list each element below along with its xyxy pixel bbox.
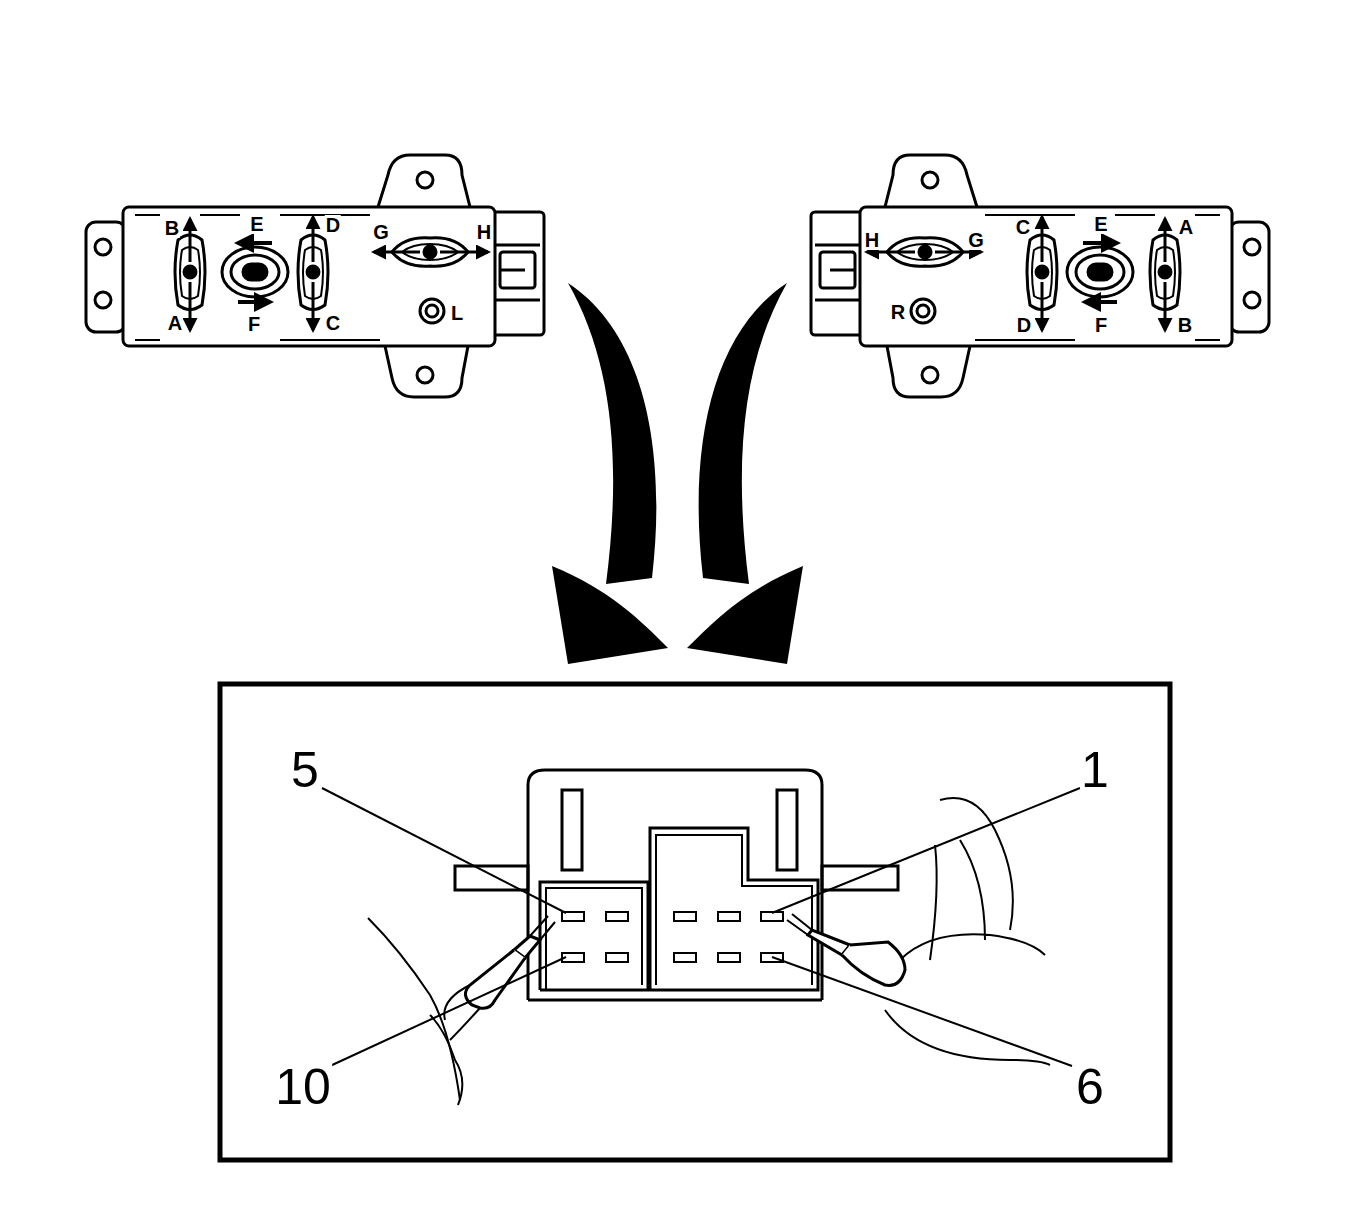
- switch-letter: A: [167, 313, 183, 333]
- switch-letter: L: [450, 303, 464, 323]
- callout-number: 5: [290, 745, 320, 795]
- switch-letter: H: [864, 230, 880, 250]
- switch-letter: E: [1093, 214, 1108, 234]
- switch-letter: G: [967, 230, 985, 250]
- callout-number: 6: [1075, 1062, 1105, 1112]
- switch-letter: G: [372, 222, 390, 242]
- switch-letter: A: [1178, 217, 1194, 237]
- callout-number: 1: [1080, 745, 1110, 795]
- callout-number: 10: [274, 1062, 332, 1112]
- switch-letter: F: [1094, 315, 1108, 335]
- switch-letter: H: [476, 222, 492, 242]
- switch-letter: C: [325, 313, 341, 333]
- switch-letter: D: [325, 215, 341, 235]
- switch-letter: R: [890, 302, 906, 322]
- switch-letter: B: [164, 218, 180, 238]
- switch-letter: D: [1016, 315, 1032, 335]
- switch-letter: F: [247, 314, 261, 334]
- switch-letter: C: [1015, 217, 1031, 237]
- switch-letter: E: [249, 214, 264, 234]
- switch-letter: B: [1177, 315, 1193, 335]
